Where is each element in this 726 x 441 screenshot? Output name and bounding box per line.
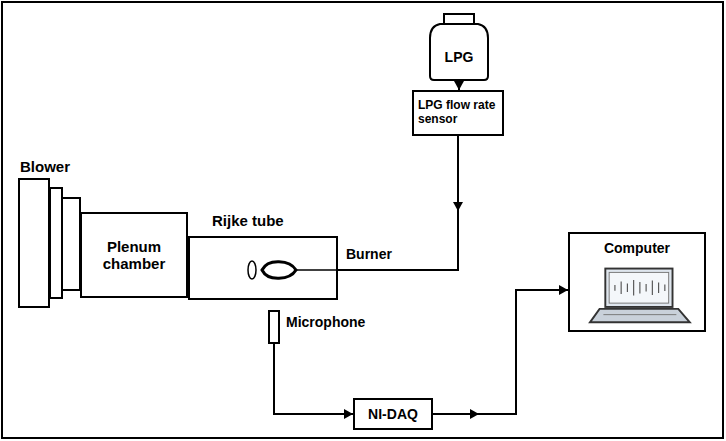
node-label: NI-DAQ [368, 406, 418, 422]
connector-line [274, 344, 353, 414]
signal-connector [338, 136, 463, 270]
plenum-box: Plenum chamber [80, 212, 188, 298]
arrow-head [344, 409, 353, 419]
node-label: Plenum chamber [86, 238, 182, 273]
arrow-head [470, 409, 479, 419]
part-label: Burner [346, 246, 392, 262]
arrow-head [453, 202, 463, 211]
blower-step [62, 198, 80, 290]
bottle-outline [428, 12, 490, 82]
node-label: Blower [20, 158, 70, 175]
arrow-head [559, 285, 568, 295]
burner-symbol [248, 261, 338, 279]
tube-box: Rijke tube [188, 236, 338, 300]
node-label: LPG [445, 49, 474, 65]
daq-box: NI-DAQ [353, 398, 433, 430]
connector-line [433, 290, 568, 414]
signal-connector [454, 81, 464, 90]
sensor-box: LPG flow rate sensor [412, 90, 504, 136]
node-label: Computer [604, 240, 670, 256]
blower-step [50, 188, 62, 298]
node-label: LPG flow rate sensor [418, 99, 498, 127]
arrow-head [454, 81, 464, 90]
connector-line [338, 136, 458, 270]
blower-box: Blower [18, 178, 50, 308]
signal-connector [433, 285, 568, 419]
gas-bottle: LPG [428, 12, 490, 82]
bottle-outline [430, 14, 488, 80]
node-label: Rijke tube [212, 212, 284, 229]
node-label: Microphone [286, 314, 365, 330]
computer-box: Computer [568, 232, 706, 332]
signal-connector [274, 344, 353, 419]
microphone-symbol: Microphone [268, 310, 280, 344]
